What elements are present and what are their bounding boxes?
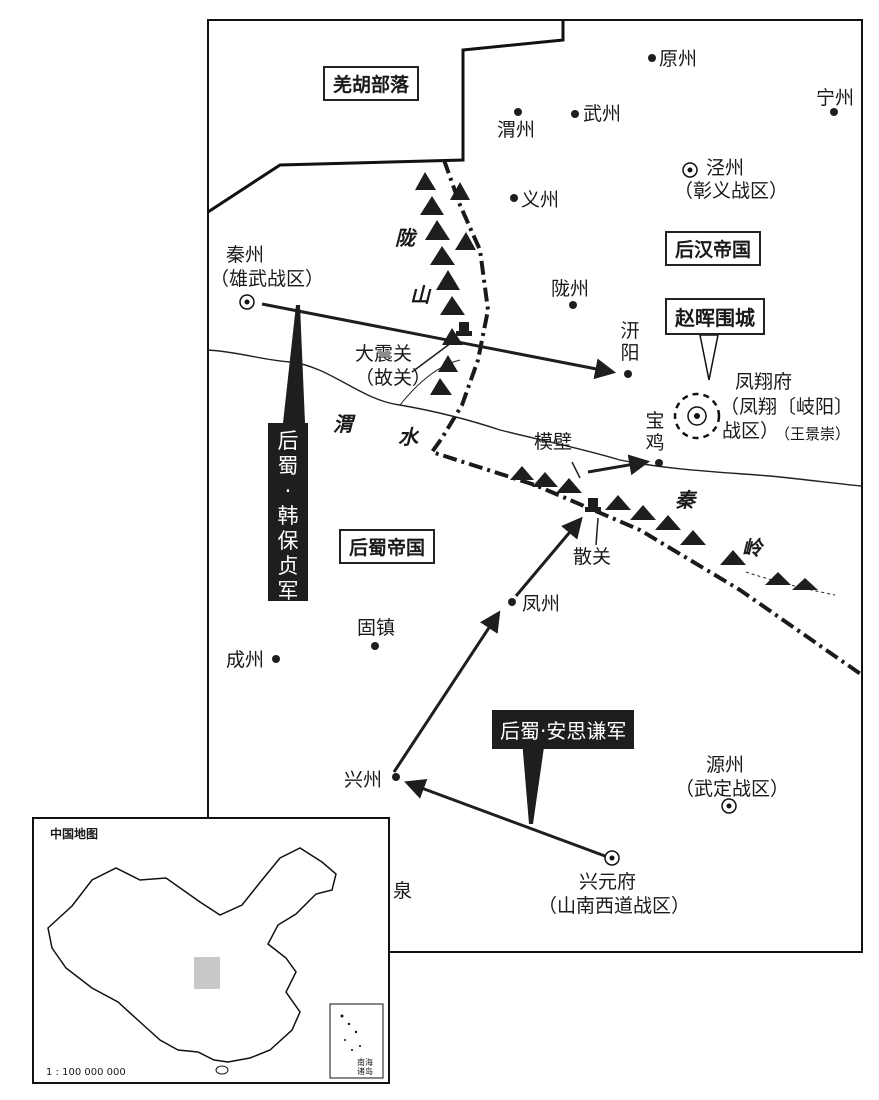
houshu-empire-label: 后蜀帝国 xyxy=(339,529,436,564)
xingzhou-dot xyxy=(392,773,400,781)
yuanzhou-label: 原州 xyxy=(659,48,698,70)
south-sea-label: 南海诸岛 xyxy=(357,1058,373,1076)
fengxiang-commander-label: （王景崇） xyxy=(775,425,851,443)
weishui-char-1: 渭 xyxy=(333,412,353,436)
han-baozhen-char: 贞 xyxy=(277,554,299,578)
weizhou-dot xyxy=(514,108,522,116)
an-siqian-arrow-2 xyxy=(392,610,501,773)
dazhenguan-label: 大震关 xyxy=(355,343,413,365)
han-baozhen-callout-tail xyxy=(283,305,305,423)
quan-label: 泉 xyxy=(393,880,413,902)
inset-title: 中国地图 xyxy=(50,827,99,841)
wuzhou-dot xyxy=(571,110,579,118)
an-siqian-arrow-1 xyxy=(404,778,606,858)
han-baozhen-char: 韩 xyxy=(277,504,299,528)
fengxiang-label: 凤翔府 xyxy=(735,371,793,393)
baoji-label: 宝 鸡 xyxy=(644,410,666,454)
xingyuanfu-target-dot xyxy=(604,850,620,866)
mobi-leader xyxy=(571,461,581,479)
jingzhou-label: 泾州 xyxy=(706,157,745,179)
mobi-baoji-arrow xyxy=(587,454,651,476)
siege-callout-tail xyxy=(699,334,719,381)
longzhou-dot xyxy=(569,301,577,309)
dazhenguan-note-label: （故关） xyxy=(355,367,432,389)
fengxiang-siege-symbol xyxy=(673,392,721,440)
siege-label: 赵晖围城 xyxy=(665,298,765,335)
qiang-boundary xyxy=(207,20,565,214)
longshan-mountains xyxy=(415,172,476,395)
yizhou-dot xyxy=(510,194,518,202)
river-tributary xyxy=(399,359,461,406)
sanguan-label: 散关 xyxy=(573,546,612,568)
han-baozhen-char: 后 xyxy=(277,429,299,453)
fengxiang-district-end-label: 战区） xyxy=(722,420,780,442)
qinling-char-2: 岭 xyxy=(742,536,762,560)
qianyang-label: 汧 阳 xyxy=(619,320,641,364)
fort-sanguan xyxy=(585,498,601,512)
dazhenguan-leader xyxy=(411,339,456,373)
frontier-line xyxy=(428,159,864,677)
yizhou-label: 义州 xyxy=(521,189,560,211)
fengzhou-label: 凤州 xyxy=(522,593,561,615)
qianyang-char: 阳 xyxy=(620,342,640,364)
south-sea-box xyxy=(329,1003,384,1079)
han-baozhen-char: 蜀 xyxy=(277,454,299,478)
baoji-char: 宝 xyxy=(645,410,665,432)
han-baozhen-callout: 后 蜀 · 韩 保 贞 军 xyxy=(268,423,308,603)
guzhen-label: 固镇 xyxy=(357,617,396,639)
mobi-label: 模壁 xyxy=(534,431,573,453)
weishui-char-2: 水 xyxy=(398,425,418,449)
yuanzhou2-label: 源州 xyxy=(706,754,745,776)
fengxiang-district-label: （凤翔〔岐阳〕 xyxy=(720,396,854,418)
qinling-char-1: 秦 xyxy=(675,488,695,512)
baoji-dot xyxy=(655,459,663,467)
xingzhou-label: 兴州 xyxy=(344,769,383,791)
xingyuanfu-district-label: （山南西道战区） xyxy=(538,895,691,917)
han-baozhen-char: 军 xyxy=(277,579,299,603)
qinzhou-label: 秦州 xyxy=(226,244,265,266)
fengzhou-dot xyxy=(508,598,516,606)
longshan-char-2: 山 xyxy=(410,283,430,307)
han-baozhen-arrow xyxy=(261,302,617,380)
longshan-char-1: 陇 xyxy=(395,226,415,250)
yuanzhou2-target-dot xyxy=(721,798,737,814)
ningzhou-dot xyxy=(830,108,838,116)
sanguan-leader xyxy=(595,517,599,546)
yuanzhou-dot xyxy=(648,54,656,62)
qinzhou-target-dot xyxy=(239,294,255,310)
houhan-empire-label: 后汉帝国 xyxy=(665,231,762,266)
wuzhou-label: 武州 xyxy=(583,103,622,125)
yuanzhou2-district-label: （武定战区） xyxy=(675,778,790,800)
jingzhou-target-dot xyxy=(682,162,698,178)
qinling-trail xyxy=(745,571,836,596)
chengzhou-dot xyxy=(272,655,280,663)
hainan-island xyxy=(215,1065,229,1075)
jingzhou-district-label: （彰义战区） xyxy=(674,180,789,202)
qianyang-dot xyxy=(624,370,632,378)
chengzhou-label: 成州 xyxy=(226,649,265,671)
china-outline xyxy=(47,847,337,1063)
xingyuanfu-label: 兴元府 xyxy=(579,871,637,893)
inset-scale: 1 : 100 000 000 xyxy=(46,1067,126,1078)
han-baozhen-char: · xyxy=(284,479,292,503)
ningzhou-label: 宁州 xyxy=(816,87,855,109)
an-siqian-callout-tail xyxy=(522,740,545,824)
weizhou-label: 渭州 xyxy=(497,119,536,141)
qiang-tribe-label: 羌胡部落 xyxy=(323,66,420,101)
inset-highlight xyxy=(194,957,220,989)
qianyang-char: 汧 xyxy=(620,320,640,342)
south-sea-islands xyxy=(340,1014,361,1051)
guzhen-dot xyxy=(371,642,379,650)
fort-dazhenguan xyxy=(456,322,472,336)
longzhou-label: 陇州 xyxy=(551,278,590,300)
han-baozhen-char: 保 xyxy=(277,529,299,553)
qinzhou-district-label: （雄武战区） xyxy=(210,268,325,290)
baoji-char: 鸡 xyxy=(645,432,665,454)
an-siqian-arrow-3 xyxy=(514,516,583,597)
an-siqian-callout: 后蜀·安思谦军 xyxy=(492,710,635,749)
